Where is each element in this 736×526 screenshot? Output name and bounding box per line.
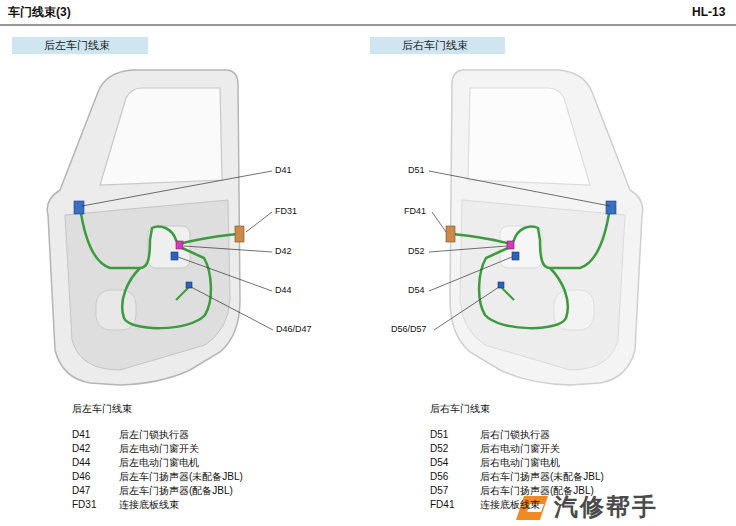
callout-number: FD31 — [275, 206, 297, 216]
legend-code: D46 — [72, 471, 90, 483]
section-header: 后右车门线束 — [370, 37, 505, 54]
door-cutout — [500, 226, 542, 268]
door-body — [47, 70, 240, 385]
connector — [507, 241, 514, 249]
legend-code: FD41 — [430, 499, 454, 511]
callout-number: D54 — [408, 285, 425, 295]
callout-number: D51 — [408, 165, 425, 175]
connector — [74, 201, 84, 214]
legend-description: 后右门锁执行器 — [480, 429, 550, 441]
legend-description: 后左车门扬声器(配备JBL) — [119, 485, 233, 497]
legend-code: D41 — [72, 429, 90, 441]
legend-description: 连接底板线束 — [480, 499, 540, 511]
section-title: 后右车门线束 — [402, 38, 468, 53]
leader-line — [429, 246, 507, 252]
leader-line — [191, 287, 273, 330]
door-body — [450, 70, 643, 385]
callout-number: D42 — [275, 246, 292, 256]
harness-wire — [501, 287, 514, 300]
door-cutout — [148, 226, 190, 268]
legend-description: 连接底板线束 — [119, 499, 179, 511]
legend-code: D56 — [430, 471, 448, 483]
door-window — [468, 88, 590, 185]
legend-code: FD31 — [72, 499, 96, 511]
door-inner-panel — [460, 200, 625, 370]
leader-line — [82, 171, 272, 206]
callout-number: D41 — [275, 165, 292, 175]
door-window — [100, 88, 222, 185]
connector — [512, 252, 519, 260]
callout-number: FD41 — [404, 206, 426, 216]
legend-code: D44 — [72, 457, 90, 469]
legend-code: D51 — [430, 429, 448, 441]
legend-description: 后左门锁执行器 — [119, 429, 189, 441]
door-illustration — [47, 70, 244, 385]
callout-number: D52 — [408, 246, 425, 256]
legend-heading: 后左车门线束 — [72, 403, 132, 415]
watermark: 汽修帮手 — [554, 493, 658, 521]
leader-line — [434, 287, 499, 330]
legend-code: D52 — [430, 443, 448, 455]
legend-code: D57 — [430, 485, 448, 497]
harness-wire — [176, 287, 189, 300]
callout-number: D44 — [275, 285, 292, 295]
leader-line — [178, 257, 272, 291]
leader-line — [184, 246, 272, 252]
connector — [176, 241, 183, 249]
leader-lines — [82, 171, 610, 330]
leader-line — [432, 212, 446, 232]
connector — [235, 226, 244, 242]
callout-number: D46/D47 — [276, 324, 312, 334]
door-inner-panel — [65, 200, 230, 370]
harness-wire — [452, 234, 510, 244]
leader-line — [429, 171, 610, 206]
legend-description: 后左电动门窗开关 — [119, 443, 199, 455]
connector — [446, 226, 455, 242]
leader-line — [429, 257, 512, 291]
harness-wire — [80, 207, 180, 268]
section-header: 后左车门线束 — [12, 37, 148, 54]
legend-description: 后右车门扬声器(未配备JBL) — [480, 471, 604, 483]
door-illustration — [446, 70, 643, 385]
legend-description: 后左车门扬声器(未配备JBL) — [119, 471, 243, 483]
section-title: 后左车门线束 — [44, 38, 110, 53]
connector — [606, 201, 616, 214]
harness-wire — [510, 207, 610, 268]
harness-wire — [122, 247, 211, 328]
connector — [171, 252, 178, 260]
legend-description: 后右电动门窗开关 — [480, 443, 560, 455]
legend-description: 后左电动门窗电机 — [119, 457, 199, 469]
header-rule — [0, 25, 736, 26]
legend-code: D47 — [72, 485, 90, 497]
page-number: HL-13 — [692, 6, 725, 20]
page-title: 车门线束(3) — [8, 6, 71, 20]
legend-description: 后右电动门窗电机 — [480, 457, 560, 469]
harness-wire — [180, 234, 238, 244]
leader-line — [246, 212, 272, 232]
legend-code: D54 — [430, 457, 448, 469]
harness-wire — [479, 247, 568, 328]
legend-code: D42 — [72, 443, 90, 455]
callout-number: D56/D57 — [391, 324, 427, 334]
legend-heading: 后右车门线束 — [430, 403, 490, 415]
